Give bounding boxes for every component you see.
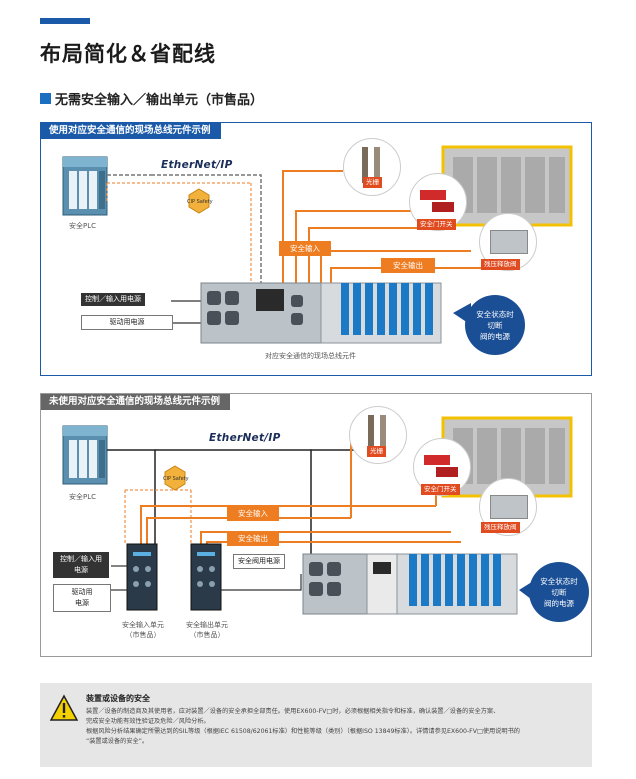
warning-body: 装置／设备的制造商及其使用者，应对装置／设备的安全承担全部责任。使用EX600-…: [86, 707, 586, 747]
panel2-cip-label: CIP Safety: [163, 476, 189, 482]
panel1-ctrl-power-label: 控制／输入用电源: [81, 293, 145, 306]
panel1-cip-label: CIP Safety: [187, 199, 213, 205]
panel2-output-unit-caption: 安全输出单元 （市售品）: [177, 620, 237, 640]
field-bus-unit: [200, 282, 442, 344]
panel1-diagram: [62, 145, 573, 344]
field-bus-unit-2: [302, 553, 518, 615]
panel-without-safety-bus: 未使用对应安全通信的现场总线元件示例: [40, 393, 592, 657]
panel2-cutoff-bubble: 安全状态时 切断 阀的电源: [529, 562, 589, 622]
panel2-ctrl-power-label: 控制／输入用 电源: [53, 552, 109, 578]
panel2-diagram: [62, 416, 573, 615]
panel2-ctrl-power-text: 控制／输入用 电源: [60, 555, 102, 574]
section-subtitle: 无需安全输入／输出单元（市售品）: [40, 89, 263, 108]
panel2-safety-input-label: 安全输入: [227, 506, 279, 521]
panel1-ethernet-logo: EtherNet/IP: [161, 159, 233, 171]
panel1-cutoff-bubble: 安全状态时 切断 阀的电源: [465, 295, 525, 355]
panel1-drive-power-label: 驱动用电源: [81, 315, 173, 330]
warning-title: 装置或设备的安全: [86, 694, 150, 703]
safety-plc-icon-2: [62, 425, 108, 485]
panel1-bubble-text: 安全状态时 切断 阀的电源: [476, 309, 514, 341]
panel2-plc-label: 安全PLC: [69, 493, 97, 501]
page-title: 布局简化＆省配线: [40, 42, 216, 66]
panel1-bus-caption: 对应安全通信的现场总线元件: [265, 352, 356, 360]
panel2-residual-valve-tag: 残压释放阀: [481, 522, 520, 533]
warning-line-1: 装置／设备的制造商及其使用者，应对装置／设备的安全承担全部责任。使用EX600-…: [86, 708, 500, 715]
panel2-heading: 未使用对应安全通信的现场总线元件示例: [41, 394, 231, 410]
panel2-bubble-text: 安全状态时 切断 阀的电源: [540, 576, 578, 608]
safety-warning-box: 装置或设备的安全 装置／设备的制造商及其使用者，应对装置／设备的安全承担全部责任…: [40, 683, 592, 767]
panel1-residual-valve-tag: 残压释放阀: [481, 259, 520, 270]
panel1-door-switch-tag: 安全门开关: [417, 219, 456, 230]
panel2-output-unit-text: 安全输出单元 （市售品）: [186, 621, 228, 639]
panel2-drive-power-text: 驱动用 电源: [71, 588, 93, 607]
panel2-input-unit-caption: 安全输入单元 （市售品）: [113, 620, 173, 640]
panel1-plc-label: 安全PLC: [69, 222, 97, 230]
panel2-ethernet-logo: EtherNet/IP: [209, 432, 281, 444]
warning-line-2: 完成安全功能有效性验证及危险／风险分析。: [86, 718, 210, 725]
panel1-heading: 使用对应安全通信的现场总线元件示例: [41, 123, 221, 139]
panel2-input-unit-text: 安全输入单元 （市售品）: [122, 621, 164, 639]
panel1-light-curtain-tag: 光栅: [363, 177, 382, 188]
subtitle-text: 无需安全输入／输出单元（市售品）: [55, 93, 264, 108]
warning-triangle-icon: [49, 694, 79, 721]
panel1-safety-input-label: 安全输入: [279, 241, 331, 256]
bullet-square-icon: [40, 93, 51, 104]
panel2-valve-power-label: 安全阀用电源: [233, 554, 285, 569]
panel2-light-curtain-tag: 光栅: [367, 446, 386, 457]
panel2-safety-output-label: 安全输出: [227, 531, 279, 546]
safety-input-unit: [126, 543, 158, 611]
panel2-drive-power-label: 驱动用 电源: [53, 584, 111, 612]
warning-line-4: “装置或设备的安全”。: [86, 738, 149, 745]
panel1-safety-output-label: 安全输出: [381, 258, 435, 273]
safety-plc-icon: [62, 156, 108, 216]
title-accent-bar: [40, 18, 90, 24]
warning-line-3: 根据风险分析结果确定所需达到的SIL等级（根据IEC 61508/62061标准…: [86, 728, 520, 735]
panel2-door-switch-tag: 安全门开关: [421, 484, 460, 495]
safety-output-unit: [190, 543, 222, 611]
panel-with-safety-bus: 使用对应安全通信的现场总线元件示例: [40, 122, 592, 376]
panel2-light-curtain-icon: [349, 406, 407, 464]
